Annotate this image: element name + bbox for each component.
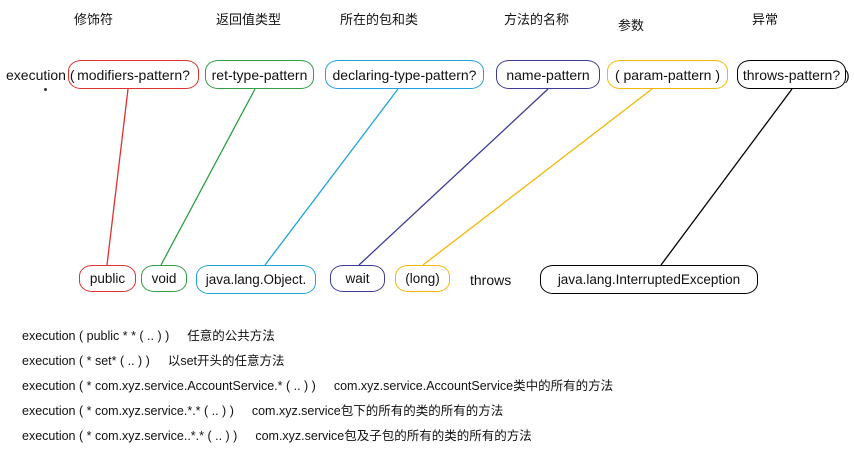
example-box-label: (long) bbox=[405, 270, 440, 286]
example-expression: execution ( * set* ( .. ) ) bbox=[22, 354, 150, 368]
example-box-3: wait bbox=[330, 265, 385, 292]
example-box-label: public bbox=[89, 270, 126, 286]
example-box-label: java.lang.InterruptedException bbox=[557, 271, 741, 287]
example-expression: execution ( * com.xyz.service.*.* ( .. )… bbox=[22, 404, 234, 418]
example-box-label: java.lang.Object. bbox=[205, 271, 307, 287]
example-box-0: public bbox=[79, 265, 136, 292]
pattern-box-label: declaring-type-pattern? bbox=[332, 66, 477, 83]
connector-line-1 bbox=[160, 88, 256, 266]
example-expression: execution ( * com.xyz.service..*.* ( .. … bbox=[22, 429, 238, 443]
column-label-5: 异常 bbox=[752, 12, 779, 27]
connector-line-5 bbox=[660, 88, 793, 266]
column-label-3: 方法的名称 bbox=[504, 12, 570, 27]
pattern-box-1: ret-type-pattern bbox=[205, 60, 314, 89]
example-expression: execution ( * com.xyz.service.AccountSer… bbox=[22, 379, 316, 393]
pattern-box-3: name-pattern bbox=[496, 60, 600, 89]
stray-dot-artifact bbox=[44, 88, 47, 91]
pattern-box-label: name-pattern bbox=[506, 66, 590, 83]
column-label-2: 所在的包和类 bbox=[340, 12, 419, 27]
connector-line-4 bbox=[422, 88, 653, 266]
example-box-label: void bbox=[151, 270, 177, 286]
column-label-1: 返回值类型 bbox=[216, 12, 282, 27]
connector-line-2 bbox=[264, 88, 399, 266]
example-description: com.xyz.service包下的所有的类的所有的方法 bbox=[251, 404, 504, 418]
example-description: 任意的公共方法 bbox=[187, 329, 275, 343]
pattern-box-label: ( param-pattern ) bbox=[614, 66, 721, 83]
example-description: 以set开头的任意方法 bbox=[167, 354, 285, 368]
example-line-3: execution ( * com.xyz.service.*.* ( .. )… bbox=[22, 399, 832, 424]
execution-prefix-text: execution ( bbox=[6, 67, 75, 83]
connector-line-3 bbox=[358, 88, 549, 266]
example-description: com.xyz.service包及子包的所有的类的所有的方法 bbox=[255, 429, 532, 443]
example-box-label: wait bbox=[345, 270, 370, 286]
execution-suffix-text: ) bbox=[845, 67, 850, 83]
pattern-box-label: ret-type-pattern bbox=[211, 66, 308, 83]
example-box-4: (long) bbox=[395, 265, 450, 292]
example-line-0: execution ( public * * ( .. ) ) 任意的公共方法 bbox=[22, 324, 832, 349]
pattern-box-2: declaring-type-pattern? bbox=[325, 60, 484, 89]
example-line-4: execution ( * com.xyz.service..*.* ( .. … bbox=[22, 424, 832, 449]
example-box-2: java.lang.Object. bbox=[196, 265, 316, 294]
example-box-5: java.lang.InterruptedException bbox=[540, 265, 758, 294]
pattern-box-label: modifiers-pattern? bbox=[77, 66, 190, 83]
example-box-1: void bbox=[141, 265, 187, 292]
example-description: com.xyz.service.AccountService类中的所有的方法 bbox=[333, 379, 614, 393]
pattern-box-0: modifiers-pattern? bbox=[68, 60, 199, 89]
example-line-1: execution ( * set* ( .. ) ) 以set开头的任意方法 bbox=[22, 349, 832, 374]
example-line-2: execution ( * com.xyz.service.AccountSer… bbox=[22, 374, 832, 399]
column-label-4: 参数 bbox=[618, 18, 645, 33]
example-expression: execution ( public * * ( .. ) ) bbox=[22, 329, 170, 343]
column-label-0: 修饰符 bbox=[74, 12, 114, 27]
pattern-box-4: ( param-pattern ) bbox=[607, 60, 728, 89]
connector-line-0 bbox=[106, 88, 129, 266]
pattern-box-5: throws-pattern? bbox=[737, 60, 846, 89]
pattern-box-label: throws-pattern? bbox=[742, 66, 841, 83]
throws-keyword-text: throws bbox=[470, 272, 512, 288]
